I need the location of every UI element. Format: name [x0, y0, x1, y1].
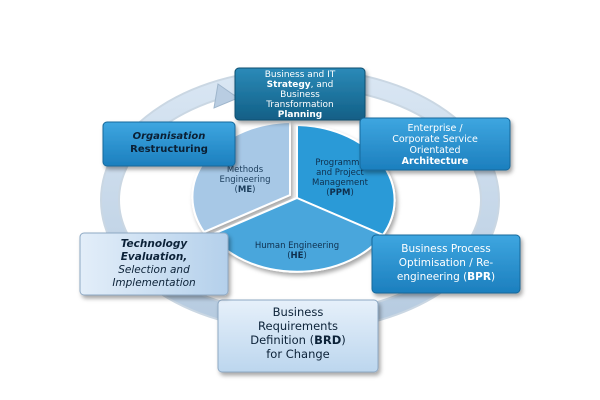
text-run: Definition ( [250, 333, 314, 347]
text-run: , and [311, 80, 334, 90]
text-run: ) [341, 333, 346, 347]
text-run: Orientated [409, 145, 460, 156]
text-run: Restructuring [130, 144, 208, 155]
text-run: Planning [278, 110, 323, 120]
text-run: ) [303, 251, 306, 261]
text-run: Management [312, 178, 369, 188]
text-run: Business Process [401, 243, 490, 255]
text-run: ) [252, 185, 255, 195]
cycle-arrow-head [213, 83, 240, 109]
text-run: Optimisation / Re- [399, 257, 494, 269]
text-run: ( [235, 185, 238, 195]
text-run: ME [238, 185, 252, 195]
text-run: Strategy [267, 80, 311, 90]
pie-label-he: Human Engineering(HE) [255, 241, 339, 261]
text-run: Business [280, 90, 320, 100]
text-run: Implementation [112, 277, 195, 289]
text-run: BRD [314, 333, 341, 347]
text-run: Engineering [220, 175, 271, 185]
text-run: and Project [316, 168, 364, 178]
text-run: BPR [467, 271, 491, 283]
text-run: for Change [266, 347, 330, 361]
text-run: Transformation [265, 100, 334, 110]
text-run: Human Engineering [255, 241, 339, 251]
text-run: ( [287, 251, 290, 261]
text-run: Selection and [118, 264, 190, 276]
text-run: HE [291, 251, 304, 261]
text-run: Architecture [402, 156, 469, 167]
text-run: Business [273, 305, 324, 319]
text-run: Evaluation, [121, 251, 188, 263]
text-run: Requirements [258, 319, 338, 333]
text-run: ) [491, 271, 495, 283]
text-run: Corporate Service [392, 134, 478, 145]
text-run: Enterprise / [407, 123, 463, 134]
box-strategy-planning [234, 67, 366, 121]
text-run: Methods [227, 165, 264, 175]
box-brd [217, 299, 379, 373]
text-run: Programme [315, 158, 364, 168]
text-run: Organisation [133, 131, 206, 142]
box-organisation [102, 121, 236, 167]
text-run: Business and IT [265, 70, 336, 80]
text-run: ( [326, 188, 329, 198]
box-bpr [371, 234, 521, 294]
text-run: PPM [330, 188, 351, 198]
text-run: engineering ( [397, 271, 467, 283]
text-run: ) [350, 188, 353, 198]
text-run: Technology [121, 238, 189, 250]
box-technology [79, 232, 229, 296]
box-enterprise-architecture [359, 117, 511, 171]
